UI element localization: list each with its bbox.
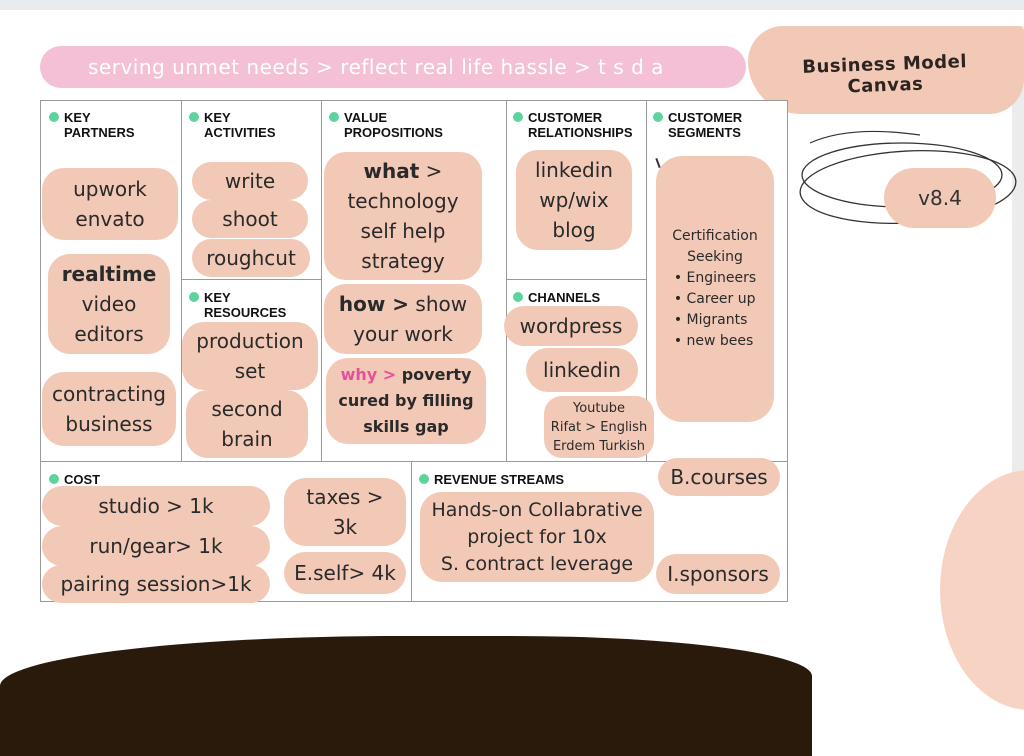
divider bbox=[181, 101, 182, 461]
divider bbox=[181, 279, 321, 280]
value-propositions-heading: VALUE PROPOSITIONS bbox=[329, 110, 443, 140]
note-second-brain[interactable]: second brain bbox=[186, 390, 308, 458]
divider bbox=[506, 279, 646, 280]
note-hands-on-project[interactable]: Hands-on Collabrative project for 10x S.… bbox=[420, 492, 654, 582]
segment-item: • Career up bbox=[673, 291, 756, 307]
note-how-show-work[interactable]: how > show your work bbox=[324, 284, 482, 354]
banner: serving unmet needs > reflect real life … bbox=[40, 46, 746, 88]
canvas-title: Business Model Canvas bbox=[801, 51, 968, 98]
divider bbox=[646, 101, 647, 461]
note-wordpress[interactable]: wordpress bbox=[504, 306, 638, 346]
divider bbox=[411, 461, 412, 601]
note-pairing-session[interactable]: pairing session>1k bbox=[42, 565, 270, 603]
divider bbox=[506, 101, 507, 461]
cost-heading: COST bbox=[49, 472, 100, 487]
note-taxes[interactable]: taxes > 3k bbox=[284, 478, 406, 546]
note-contracting-business[interactable]: contracting business bbox=[42, 372, 176, 446]
note-roughcut[interactable]: roughcut bbox=[192, 239, 310, 277]
note-youtube[interactable]: Youtube Rifat > English Erdem Turkish bbox=[544, 396, 654, 458]
key-activities-heading: KEY ACTIVITIES bbox=[189, 110, 276, 140]
decorative-blob bbox=[940, 470, 1024, 710]
channels-heading: CHANNELS bbox=[513, 290, 600, 305]
note-production-set[interactable]: production set bbox=[182, 322, 318, 390]
note-realtime-video-editors[interactable]: realtime video editors bbox=[48, 254, 170, 354]
note-i-sponsors[interactable]: I.sponsors bbox=[656, 554, 780, 594]
segment-item: • Engineers bbox=[673, 270, 757, 286]
segment-header: Certification Seeking bbox=[672, 228, 758, 265]
note-shoot[interactable]: shoot bbox=[192, 200, 308, 238]
customer-relationships-heading: CUSTOMER RELATIONSHIPS bbox=[513, 110, 633, 140]
note-customer-segments[interactable]: Certification Seeking • Engineers • Care… bbox=[656, 156, 774, 422]
note-b-courses[interactable]: B.courses bbox=[658, 458, 780, 496]
version-badge: v8.4 bbox=[884, 168, 996, 228]
divider bbox=[41, 461, 787, 462]
revenue-streams-heading: REVENUE STREAMS bbox=[419, 472, 564, 487]
divider bbox=[321, 101, 322, 461]
note-eself[interactable]: E.self> 4k bbox=[284, 552, 406, 594]
title-blob bbox=[748, 26, 1024, 114]
banner-text: serving unmet needs > reflect real life … bbox=[88, 55, 664, 79]
top-bar bbox=[0, 0, 1024, 10]
note-linkedin-channel[interactable]: linkedin bbox=[526, 348, 638, 392]
note-why-poverty[interactable]: why > poverty cured by filling skills ga… bbox=[326, 358, 486, 444]
note-studio[interactable]: studio > 1k bbox=[42, 486, 270, 526]
note-run-gear[interactable]: run/gear> 1k bbox=[42, 526, 270, 566]
key-partners-heading: KEY PARTNERS bbox=[49, 110, 135, 140]
note-upwork-envato[interactable]: upwork envato bbox=[42, 168, 178, 240]
note-what-technology[interactable]: what > technology self help strategy bbox=[324, 152, 482, 280]
segment-list: • Engineers • Career up • Migrants • new… bbox=[674, 268, 756, 352]
key-resources-heading: KEY RESOURCES bbox=[189, 290, 286, 320]
customer-segments-heading: CUSTOMER SEGMENTS bbox=[653, 110, 742, 140]
note-write[interactable]: write bbox=[192, 162, 308, 200]
note-linkedin-wp-blog[interactable]: linkedin wp/wix blog bbox=[516, 150, 632, 250]
segment-item: • Migrants bbox=[673, 312, 748, 328]
segment-item: • new bees bbox=[673, 333, 754, 349]
decorative-dark-blob bbox=[0, 636, 812, 756]
